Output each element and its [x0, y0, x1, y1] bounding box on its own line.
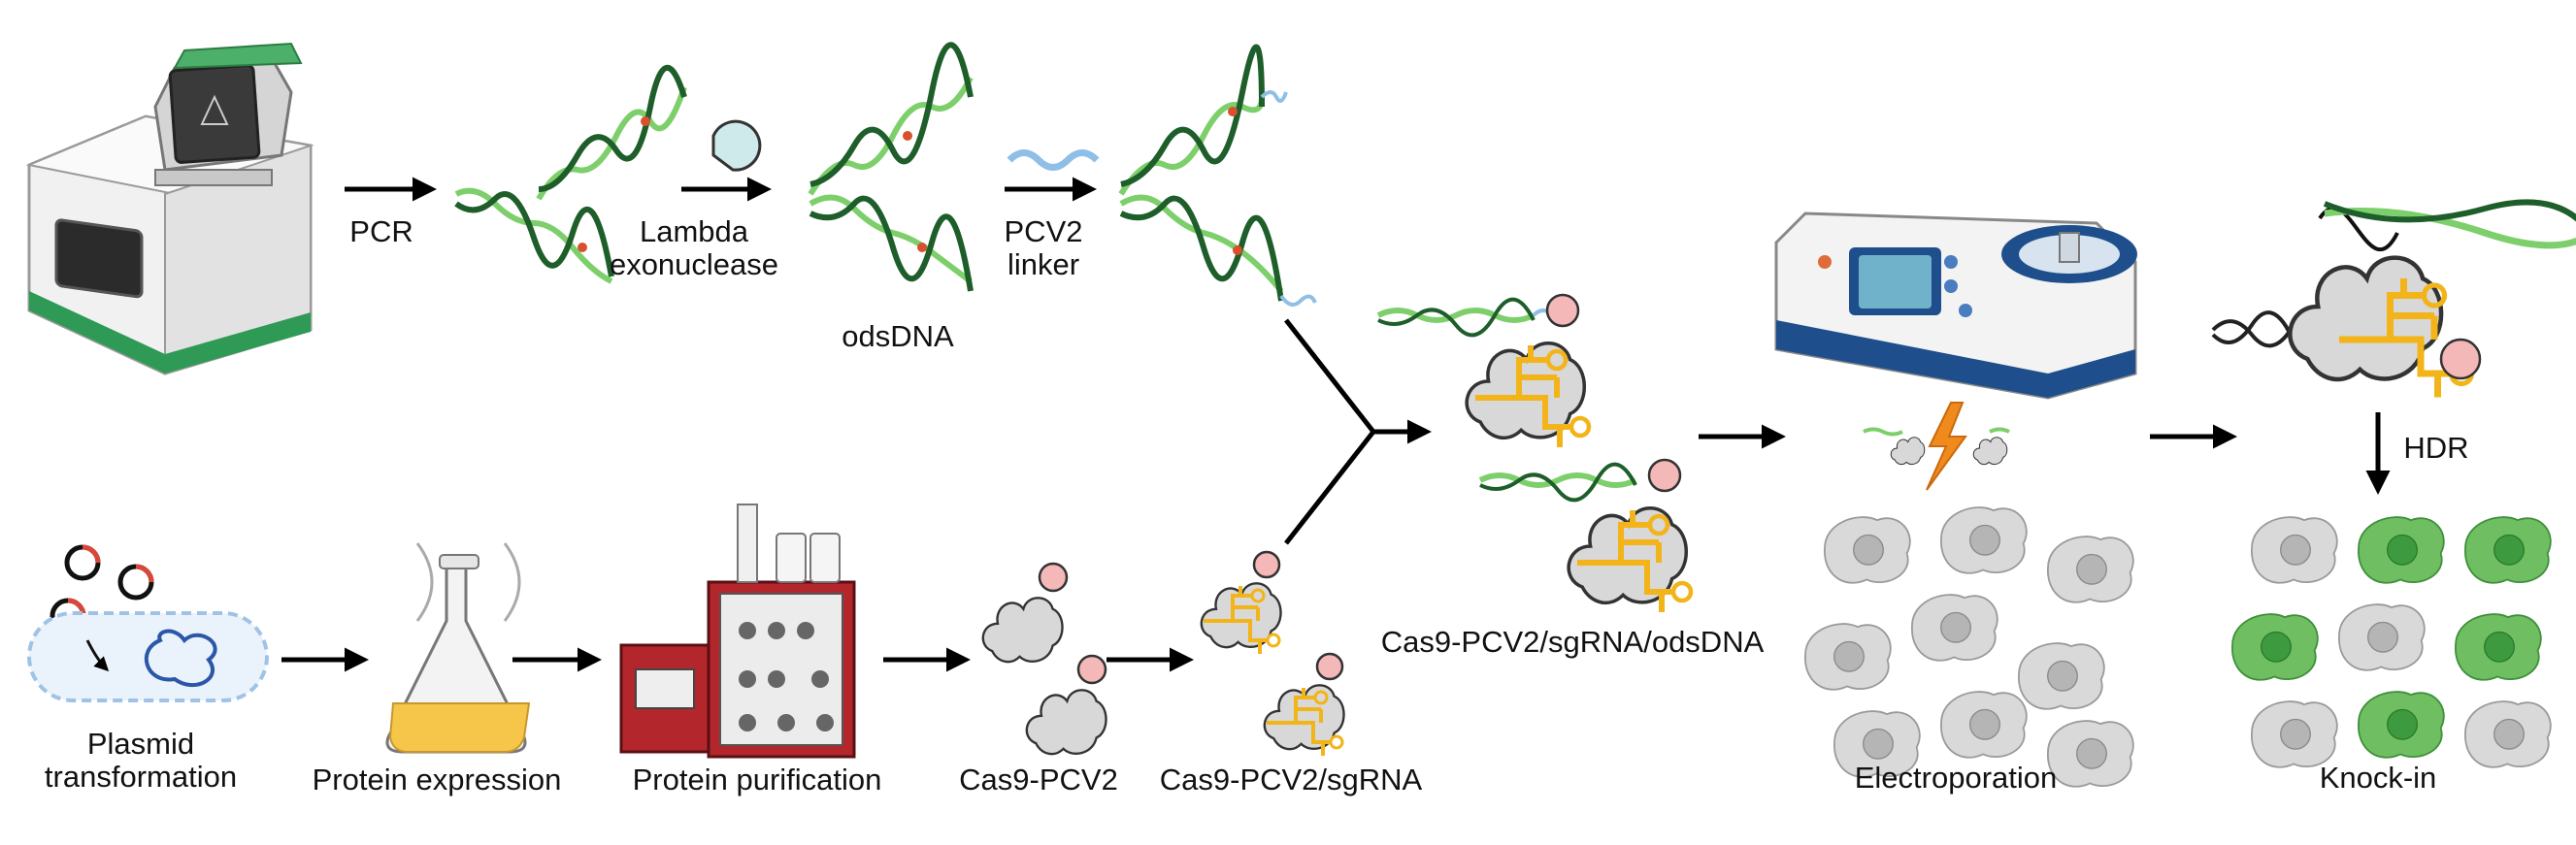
cas9-protein-icon — [981, 562, 1107, 756]
odsdna-icon — [808, 42, 974, 292]
cell-population-electroporation — [1803, 506, 2134, 788]
electroporation-scene — [1863, 402, 2010, 491]
label-plasmid-transformation: Plasmid transformation — [39, 728, 243, 794]
label-protein-purification: Protein purification — [632, 763, 882, 796]
plasmid-icon — [27, 544, 269, 702]
electroporator-icon — [1774, 211, 2137, 400]
label-lambda-exonuclease: Lambda exonuclease — [607, 215, 781, 281]
label-protein-expression: Protein expression — [312, 763, 562, 796]
dna-with-linker — [1118, 44, 1317, 307]
label-lambda-line1: Lambda — [639, 214, 749, 248]
exonuclease-icon — [711, 119, 762, 172]
thermocycler-icon — [25, 42, 314, 375]
label-lambda-line2: exonuclease — [609, 247, 779, 281]
chromatography-system-icon — [619, 504, 856, 759]
cell-population-knockin — [2230, 516, 2552, 768]
label-hdr: HDR — [2403, 431, 2469, 465]
label-complex: Cas9-PCV2/sgRNA/odsDNA — [1380, 625, 1765, 659]
label-plasmid-line2: transformation — [44, 760, 238, 794]
label-plasmid-line1: Plasmid — [86, 727, 195, 761]
lightning-icon — [1926, 402, 1967, 491]
label-electroporation: Electroporation — [1854, 761, 2058, 795]
merge-arrow — [1284, 318, 1432, 545]
label-odsdna: odsDNA — [842, 319, 954, 353]
dna-pcr-product — [454, 64, 687, 284]
label-knockin: Knock-in — [2319, 761, 2437, 795]
cas9-sgrna-icon — [1200, 550, 1345, 758]
hdr-scene — [2211, 199, 2576, 397]
label-pcr: PCR — [349, 214, 413, 248]
label-cas9-pcv2: Cas9-PCV2 — [959, 763, 1118, 796]
label-pcv2-line2: linker — [1007, 247, 1080, 281]
label-pcv2-line1: PCV2 — [1004, 214, 1083, 248]
label-cas9-pcv2-sgrna: Cas9-PCV2/sgRNA — [1159, 763, 1423, 796]
complex-icon — [1376, 293, 1691, 612]
linker-icon — [1007, 149, 1100, 171]
flask-icon — [385, 542, 531, 754]
label-pcv2-linker: PCV2 linker — [990, 215, 1097, 281]
